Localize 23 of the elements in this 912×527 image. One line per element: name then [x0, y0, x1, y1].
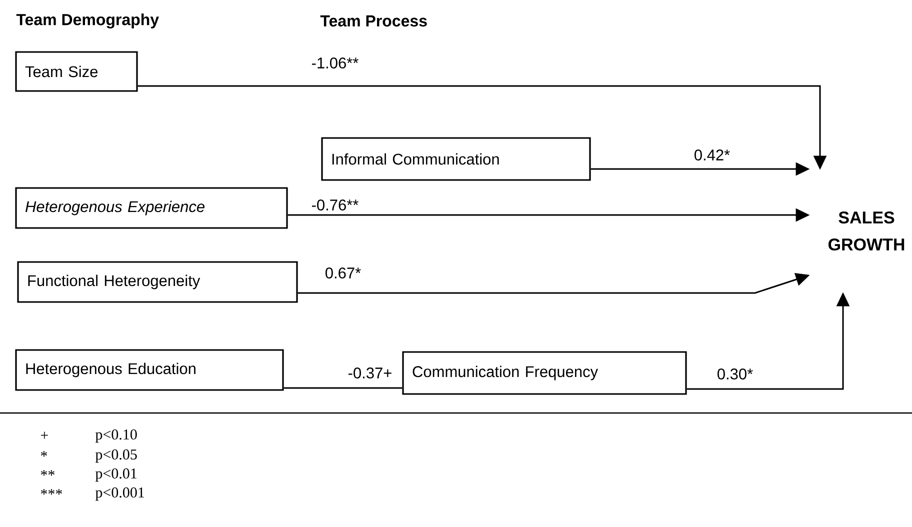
significance-note: p<0.01: [95, 468, 137, 482]
edge-label: 0.42*: [692, 148, 732, 162]
column-heading: Team Demography: [16, 14, 159, 28]
significance-note: p<0.05: [95, 449, 137, 463]
significance-symbol: *: [40, 451, 47, 457]
significance-note: p<0.10: [95, 429, 137, 443]
significance-symbol: ***: [40, 489, 62, 495]
edge-label: 0.67*: [324, 266, 362, 280]
variable-box: Team Size: [15, 51, 138, 92]
edge-label: -0.37+: [346, 366, 394, 380]
column-heading: Team Process: [320, 15, 427, 27]
significance-note: p<0.001: [95, 487, 144, 501]
variable-box: Informal Communication: [321, 137, 591, 181]
significance-symbol: +: [40, 432, 48, 439]
outcome-label: SALES GROWTH: [828, 211, 904, 251]
variable-box: Heterogenous Experience: [15, 187, 288, 229]
edge-label: -0.76**: [310, 198, 360, 212]
variable-box: Heterogenous Education: [15, 349, 284, 391]
significance-symbol: **: [40, 470, 54, 476]
edge-label: 0.30*: [716, 368, 754, 380]
edge-label: -1.06**: [310, 56, 360, 70]
variable-box: Functional Heterogeneity: [17, 261, 298, 303]
variable-box: Communication Frequency: [402, 351, 687, 395]
